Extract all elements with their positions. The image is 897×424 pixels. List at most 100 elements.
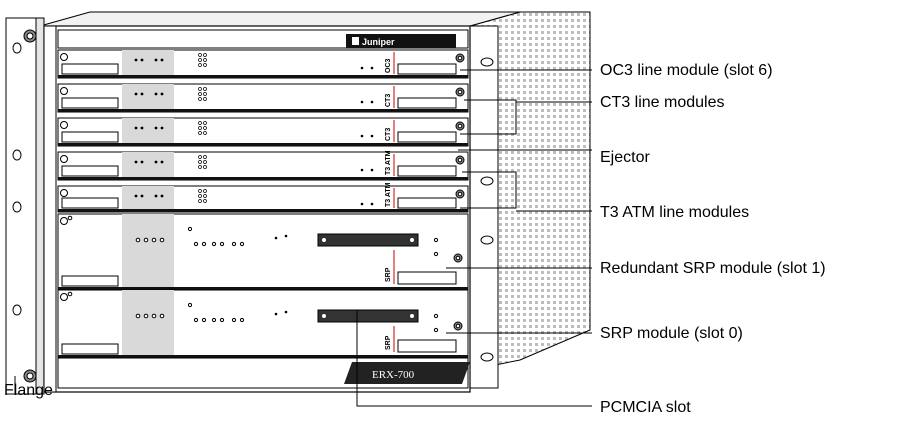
srp-port: [231, 241, 237, 247]
module-screw: [60, 53, 68, 61]
status-dot: [370, 134, 374, 138]
status-dot: [360, 66, 364, 70]
ejector-handle[interactable]: [397, 271, 457, 285]
port-dot: [198, 194, 202, 198]
srp-port: [201, 317, 207, 323]
led-indicator: [140, 92, 144, 96]
module-divider: [58, 355, 468, 358]
led-indicator: [134, 126, 138, 130]
module-divider: [58, 75, 468, 78]
module-divider: [58, 143, 468, 146]
led-indicator: [140, 194, 144, 198]
brand-plate: [346, 34, 456, 48]
module-screw: [60, 293, 68, 301]
led-indicator: [140, 126, 144, 130]
port-dot: [198, 58, 202, 62]
module-screw-right: [455, 323, 461, 329]
pcmcia-screw: [322, 238, 326, 242]
port-dot: [203, 58, 207, 62]
srp-led: [135, 237, 141, 243]
port-dot: [198, 97, 202, 101]
module-type-label: T3 ATM: [385, 182, 392, 207]
status-dot: [370, 168, 374, 172]
srp-port: [193, 317, 199, 323]
module-gray-band: [122, 214, 174, 287]
led-indicator: [160, 160, 164, 164]
module-type-label: SRP: [385, 267, 392, 282]
module-slot: SRP: [57, 289, 469, 359]
ejector-handle[interactable]: [397, 339, 457, 353]
srp-port: [187, 226, 193, 232]
port-dot: [198, 92, 202, 96]
srp-led: [143, 313, 149, 319]
brand-logo-text: Juniper: [362, 37, 395, 47]
srp-port: [211, 241, 217, 247]
led-indicator: [160, 126, 164, 130]
led-indicator: [160, 58, 164, 62]
ejector-handle[interactable]: [397, 165, 457, 177]
port-dot: [203, 194, 207, 198]
ejector-handle[interactable]: [397, 63, 457, 75]
led-indicator: [160, 92, 164, 96]
srp-led: [135, 313, 141, 319]
module-gray-band: [122, 152, 174, 177]
led-indicator: [160, 194, 164, 198]
port-dot: [198, 121, 202, 125]
pcmcia-slot[interactable]: [317, 309, 419, 323]
module-screw-right: [457, 191, 463, 197]
pcmcia-screw: [322, 314, 326, 318]
port-dot: [203, 87, 207, 91]
port-dot: [203, 155, 207, 159]
ejector-handle[interactable]: [397, 97, 457, 109]
led-indicator: [134, 58, 138, 62]
port-dot: [203, 121, 207, 125]
port-dot: [203, 199, 207, 203]
led-indicator: [134, 92, 138, 96]
module-handle-left: [61, 165, 119, 177]
module-screw: [60, 189, 68, 197]
port-dot: [198, 131, 202, 135]
status-dot: [360, 168, 364, 172]
srp-port: [193, 241, 199, 247]
module-slot: CT3: [57, 83, 469, 113]
led-indicator: [154, 126, 158, 130]
port-dot: [203, 131, 207, 135]
port-dot: [203, 97, 207, 101]
port-dot: [203, 92, 207, 96]
model-label: ERX-700: [372, 369, 415, 381]
right-flange: [469, 25, 499, 389]
callout-oc3: OC3 line module (slot 6): [600, 62, 773, 79]
port-dot: [203, 189, 207, 193]
srp-dot: [433, 313, 439, 319]
leader-lines: [14, 69, 592, 407]
module-screw-right: [455, 255, 461, 261]
module-gray-band: [122, 186, 174, 209]
left-rail: [43, 25, 57, 393]
module-gray-band: [122, 290, 174, 355]
module-type-label: T3 ATM: [385, 150, 392, 175]
port-dot: [198, 63, 202, 67]
srp-port: [201, 241, 207, 247]
module-type-label: CT3: [385, 94, 392, 107]
ejector-handle[interactable]: [397, 197, 457, 209]
port-dot: [198, 126, 202, 130]
module-handle-left: [61, 197, 119, 209]
module-screw-right: [457, 89, 463, 95]
pcmcia-slot[interactable]: [317, 233, 419, 247]
srp-port: [211, 317, 217, 323]
brand-icon: [352, 37, 359, 45]
srp-status: [284, 310, 288, 314]
callout-flange: Flange: [4, 382, 53, 399]
module-slot: T3 ATM: [57, 182, 469, 213]
ejector-handle[interactable]: [397, 131, 457, 143]
module-screw: [60, 217, 68, 225]
port-dot: [198, 165, 202, 169]
status-dot: [360, 202, 364, 206]
chassis-top: [39, 11, 521, 27]
srp-port: [239, 317, 245, 323]
module-slot: SRP: [57, 213, 469, 291]
port-dot: [198, 53, 202, 57]
